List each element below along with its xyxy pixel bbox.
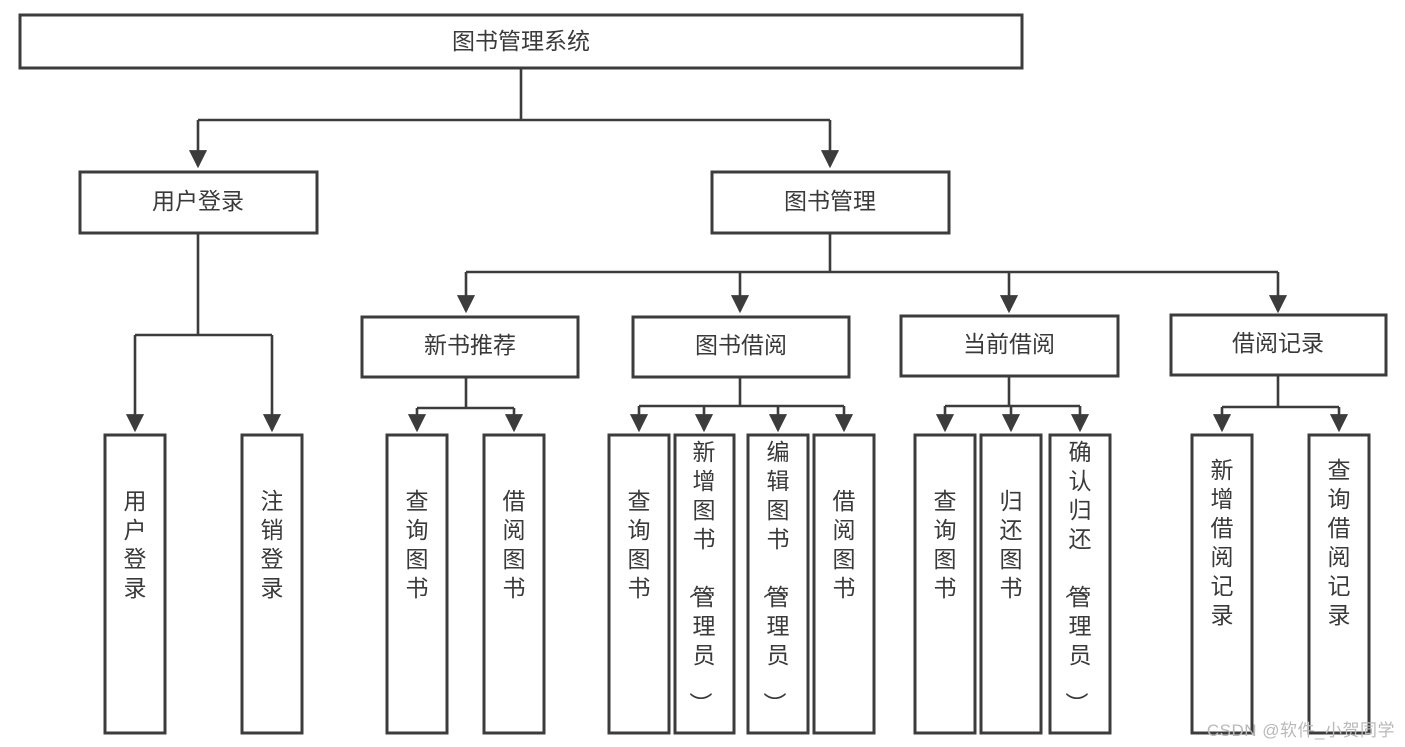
current-borrow-box[interactable] xyxy=(899,314,1120,378)
new-book-recommend-label: 新书推荐 xyxy=(424,332,516,358)
user-login-label: 用户登录 xyxy=(152,188,244,214)
node-borrow-record[interactable]: 借阅记录 xyxy=(1169,313,1388,377)
leaf-label: 查询借阅记录 xyxy=(1328,457,1351,628)
root-box[interactable] xyxy=(18,13,1024,70)
node-book-borrow[interactable]: 图书借阅 xyxy=(631,315,851,379)
leaf-borrow-record-0[interactable]: 新增借阅记录 xyxy=(1190,433,1254,735)
leaf-user-login-0[interactable]: 用户登录 xyxy=(103,433,167,735)
leaf-box[interactable] xyxy=(1048,433,1112,735)
leaf-label: 确认归还（管理员） xyxy=(1064,439,1092,715)
borrow-record-label: 借阅记录 xyxy=(1232,330,1324,356)
leaf-book-borrow-1[interactable]: 新增图书（管理员） xyxy=(673,433,736,735)
leaf-box[interactable] xyxy=(385,433,449,735)
leaf-current-borrow-1[interactable]: 归还图书 xyxy=(979,433,1043,735)
leaf-label: 归还图书 xyxy=(1000,488,1023,601)
leaf-label: 注销登录 xyxy=(261,488,284,601)
node-current-borrow[interactable]: 当前借阅 xyxy=(899,314,1120,378)
leaf-label: 查询图书 xyxy=(406,488,429,601)
leaf-label: 借阅图书 xyxy=(503,488,526,601)
book-manage-box[interactable] xyxy=(710,170,951,235)
leaf-user-login-1[interactable]: 注销登录 xyxy=(240,433,304,735)
leaf-book-borrow-0[interactable]: 查询图书 xyxy=(607,433,671,735)
leaf-label: 查询图书 xyxy=(628,488,651,601)
current-borrow-label: 当前借阅 xyxy=(963,331,1055,357)
book-borrow-label: 图书借阅 xyxy=(695,332,787,358)
leaf-box[interactable] xyxy=(1307,433,1371,735)
leaf-borrow-record-1[interactable]: 查询借阅记录 xyxy=(1307,433,1371,735)
leaf-label: 编辑图书（管理员） xyxy=(762,439,790,715)
leaf-box[interactable] xyxy=(1190,433,1254,735)
leaf-box[interactable] xyxy=(482,433,546,735)
leaf-new-book-recommend-1[interactable]: 借阅图书 xyxy=(482,433,546,735)
node-root[interactable]: 图书管理系统 xyxy=(18,13,1024,70)
leaf-label: 新增借阅记录 xyxy=(1211,457,1234,628)
leaf-current-borrow-0[interactable]: 查询图书 xyxy=(913,433,977,735)
leaf-new-book-recommend-0[interactable]: 查询图书 xyxy=(385,433,449,735)
edges xyxy=(125,68,1349,433)
book-borrow-box[interactable] xyxy=(631,315,851,379)
user-login-box[interactable] xyxy=(78,170,319,235)
leaf-box[interactable] xyxy=(607,433,671,735)
leaf-label: 查询图书 xyxy=(934,488,957,601)
leaf-box[interactable] xyxy=(979,433,1043,735)
leaf-label: 新增图书（管理员） xyxy=(688,439,716,715)
node-book-manage[interactable]: 图书管理 xyxy=(710,170,951,235)
leaf-box[interactable] xyxy=(913,433,977,735)
node-user-login[interactable]: 用户登录 xyxy=(78,170,319,235)
leaf-current-borrow-2[interactable]: 确认归还（管理员） xyxy=(1048,433,1112,735)
leaf-box[interactable] xyxy=(746,433,810,735)
leaf-box[interactable] xyxy=(240,433,304,735)
leaf-box[interactable] xyxy=(103,433,167,735)
borrow-record-box[interactable] xyxy=(1169,313,1388,377)
book-manage-label: 图书管理 xyxy=(784,188,876,214)
leaf-box[interactable] xyxy=(812,433,876,735)
node-new-book-recommend[interactable]: 新书推荐 xyxy=(360,315,580,379)
leaf-label: 用户登录 xyxy=(124,488,147,601)
leaf-book-borrow-2[interactable]: 编辑图书（管理员） xyxy=(746,433,810,735)
leaf-label: 借阅图书 xyxy=(833,488,856,601)
new-book-recommend-box[interactable] xyxy=(360,315,580,379)
leaf-book-borrow-3[interactable]: 借阅图书 xyxy=(812,433,876,735)
leaf-box[interactable] xyxy=(673,433,736,735)
root-label: 图书管理系统 xyxy=(452,28,590,54)
